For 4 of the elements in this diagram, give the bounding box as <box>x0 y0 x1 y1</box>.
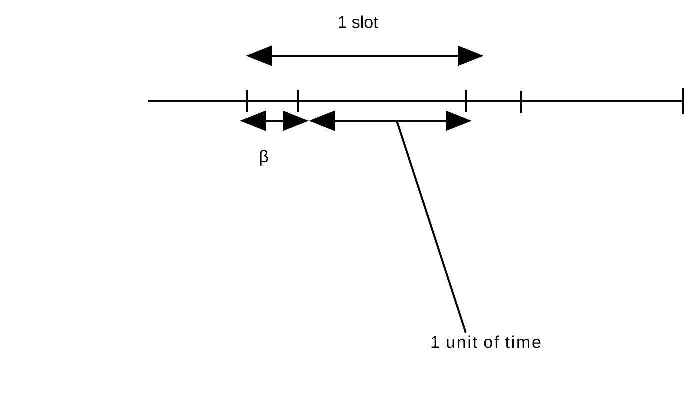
dimension-label: 1 slot <box>339 16 378 28</box>
text-label: 1 unit of time <box>432 336 541 348</box>
leader-line <box>396 120 467 334</box>
dimension-label: β <box>260 150 268 166</box>
